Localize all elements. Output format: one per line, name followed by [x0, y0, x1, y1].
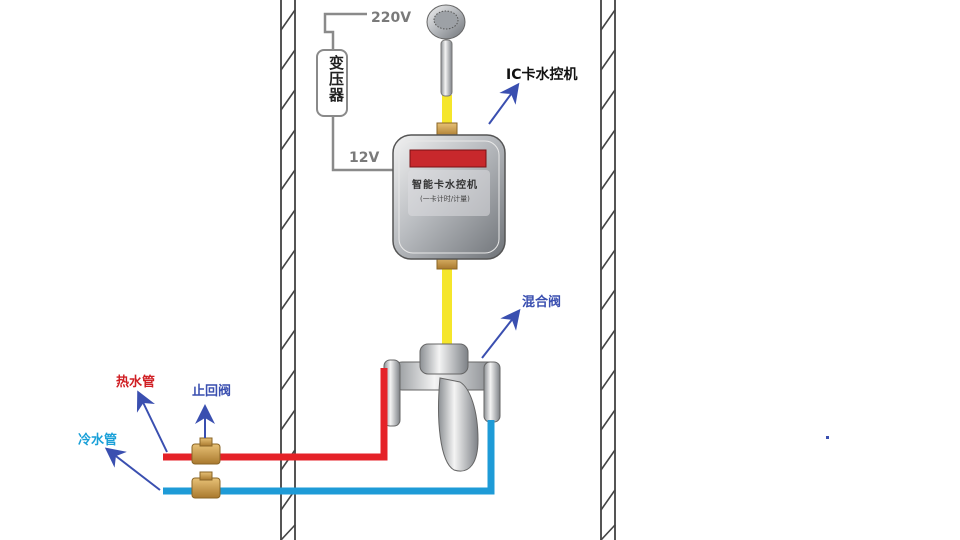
- power-wire: [323, 12, 393, 172]
- voltage-220-label: 220V: [371, 10, 412, 26]
- hot-pipe-label: 热水管: [116, 375, 156, 390]
- transformer-label: 变压器: [327, 55, 345, 103]
- arrow-mixing-valve: [481, 308, 521, 359]
- arrow-ic-controller: [488, 82, 520, 125]
- check-valve-cold: [191, 471, 221, 499]
- ic-card-controller: [392, 134, 506, 260]
- shower-head: [426, 4, 466, 97]
- cold-water-pipe: [163, 420, 495, 495]
- mixing-valve: [383, 343, 501, 472]
- transformer-box: [316, 49, 348, 117]
- led-display: [409, 149, 487, 168]
- check-valve-hot: [191, 437, 221, 465]
- voltage-12-label: 12V: [349, 150, 380, 166]
- ic-controller-label: IC卡水控机: [506, 67, 578, 83]
- mixing-valve-label: 混合阀: [522, 295, 562, 310]
- arrow-hot-pipe: [136, 390, 168, 453]
- controller-panel-title: 智能卡水控机: [412, 180, 478, 191]
- controller-panel-subtitle: (一卡计时/计量): [420, 195, 470, 203]
- card-slot-area: [408, 170, 490, 216]
- arrow-cold-pipe: [104, 447, 161, 491]
- hot-water-pipe: [163, 368, 388, 461]
- shower-pipe-lower: [442, 268, 452, 354]
- stray-dot: [826, 436, 829, 439]
- pointer-arrows: [104, 82, 521, 491]
- check-valve-label: 止回阀: [192, 384, 232, 399]
- shower-pipe-upper: [442, 95, 452, 133]
- cold-pipe-label: 冷水管: [78, 433, 118, 448]
- right-wall: [600, 0, 616, 540]
